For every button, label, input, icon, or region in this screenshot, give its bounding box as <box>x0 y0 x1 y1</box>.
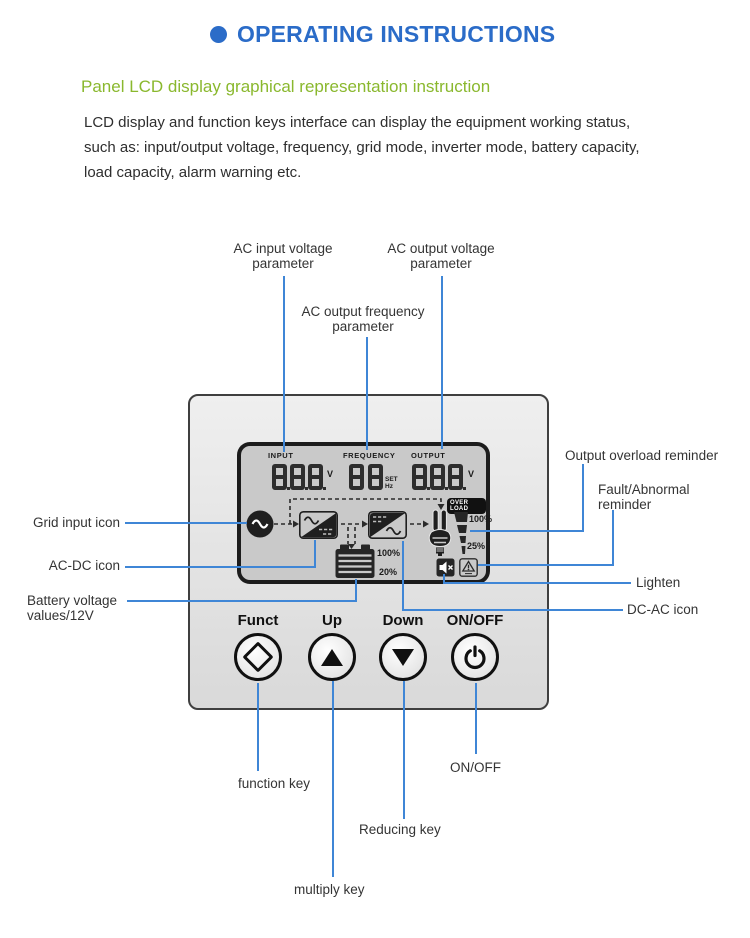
load-top-percent: 100% <box>469 514 493 524</box>
callout-reducing-key: Reducing key <box>359 822 441 837</box>
down-button-label: Down <box>382 612 424 629</box>
onoff-button-label: ON/OFF <box>446 612 504 629</box>
callout-dcac: DC-AC icon <box>627 602 699 617</box>
callout-line-lighten-v <box>443 574 445 584</box>
callout-line-fault-v <box>612 510 614 566</box>
section-heading: Panel LCD display graphical representati… <box>81 77 491 96</box>
intro-line: LCD display and function keys interface … <box>84 114 631 131</box>
triangle-up-icon <box>321 648 343 666</box>
diamond-icon <box>242 641 274 673</box>
lcd-frequency-label: FREQUENCY <box>343 451 396 460</box>
lcd-input-label: INPUT <box>268 451 294 460</box>
callout-line-ac-output-freq <box>366 337 368 450</box>
callout-acdc: AC-DC icon <box>48 558 120 573</box>
fault-alarm-icon <box>459 558 478 577</box>
callout-multiply-key: multiply key <box>294 882 365 897</box>
intro-paragraph: LCD display and function keys interface … <box>84 110 640 185</box>
load-gauge-icon <box>454 512 468 554</box>
onoff-button <box>451 633 499 681</box>
intro-line: such as: input/output voltage, frequency… <box>84 139 640 156</box>
callout-line-onoff <box>475 683 477 754</box>
callout-line-acdc-h <box>125 566 316 568</box>
grid-input-icon <box>246 510 274 538</box>
frequency-readout <box>349 464 383 490</box>
down-button <box>379 633 427 681</box>
callout-lighten: Lighten <box>636 575 681 590</box>
callout-line-fault-h <box>478 564 614 566</box>
overload-tag: OVER LOAD <box>447 498 486 514</box>
battery-icon <box>335 544 375 578</box>
callout-line-funct <box>257 683 259 771</box>
callout-line-grid <box>125 522 247 524</box>
load-bottom-percent: 25% <box>467 541 486 551</box>
mute-icon <box>436 558 455 577</box>
lcd-output-label: OUTPUT <box>411 451 446 460</box>
callout-onoff: ON/OFF <box>450 760 501 775</box>
callout-line-lighten-h <box>443 582 631 584</box>
callout-line-dcac-h <box>402 609 623 611</box>
callout-line-overload-h <box>470 530 584 532</box>
ac-dc-icon <box>299 511 338 539</box>
triangle-down-icon <box>392 648 414 666</box>
callout-line-overload-v <box>582 464 584 532</box>
callout-overload: Output overload reminder <box>565 448 719 463</box>
funct-button <box>234 633 282 681</box>
callout-line-down <box>403 681 405 819</box>
intro-line: load capacity, alarm warning etc. <box>84 164 302 181</box>
dc-ac-icon <box>368 511 407 539</box>
callout-line-ac-output-volt <box>441 276 443 449</box>
output-volt-unit: V <box>468 469 475 479</box>
callout-line-battery-h <box>127 600 357 602</box>
callout-line-up <box>332 681 334 877</box>
callout-line-acdc-v <box>314 540 316 568</box>
callout-line-dcac-v <box>402 541 404 611</box>
callout-line-ac-input <box>283 276 285 452</box>
callout-grid: Grid input icon <box>32 515 120 530</box>
battery-bottom-percent: 20% <box>379 567 398 577</box>
input-voltage-readout <box>272 464 326 490</box>
bullet-icon <box>210 26 227 43</box>
callout-function-key: function key <box>238 776 311 791</box>
lamp-load-icon <box>428 509 452 556</box>
lcd-flow-diagram <box>274 498 445 549</box>
funct-button-label: Funct <box>237 612 279 629</box>
output-voltage-readout <box>412 464 466 490</box>
up-button <box>308 633 356 681</box>
page-title: OPERATING INSTRUCTIONS <box>237 21 556 47</box>
up-button-label: Up <box>322 612 342 629</box>
battery-top-percent: 100% <box>377 548 401 558</box>
input-volt-unit: V <box>327 469 334 479</box>
callout-line-battery-v <box>355 579 357 602</box>
page-title-row: OPERATING INSTRUCTIONS <box>210 21 555 48</box>
power-icon <box>464 645 486 669</box>
